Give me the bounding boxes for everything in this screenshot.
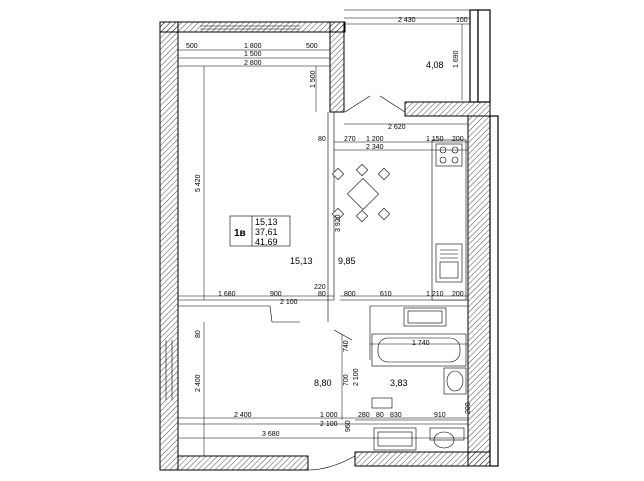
dim-label: 220 <box>314 284 326 291</box>
hall-area: 8,80 <box>314 378 332 388</box>
dim-label: 80 <box>318 136 326 143</box>
dim-label: 960 <box>345 420 352 432</box>
washer-icon <box>403 307 447 327</box>
dim-label: 910 <box>434 412 446 419</box>
dim-label: 2 430 <box>398 17 416 24</box>
fixtures <box>331 139 467 451</box>
apartment-legend-box <box>229 215 291 247</box>
dim-label: 280 <box>358 412 370 419</box>
dim-label: 1 500 <box>244 51 262 58</box>
apartment-code: 1в <box>234 228 246 239</box>
small-sink-icon <box>373 427 417 451</box>
wall-left <box>159 21 179 471</box>
wall-kitchen-top <box>404 101 491 117</box>
balcony-area: 4,08 <box>426 60 444 70</box>
dim-label: 500 <box>306 43 318 50</box>
apartment-area-living: 15,13 <box>255 217 278 227</box>
dining-table-icon <box>331 163 391 223</box>
wall-balcony-left <box>329 21 345 113</box>
balcony-parapet <box>477 9 491 103</box>
dim-label: 800 <box>344 291 356 298</box>
apartment-area-full: 41,69 <box>255 237 278 247</box>
living-room-area: 15,13 <box>290 256 313 266</box>
dim-label: 200 <box>452 291 464 298</box>
dim-label: 1 150 <box>426 136 444 143</box>
dimension-labels: 500 1 800 500 1 500 2 800 2 430 100 1 69… <box>186 17 472 438</box>
dim-label: 2 100 <box>320 421 338 428</box>
room-labels: 1в 15,13 37,61 41,69 15,13 9,85 8,80 3,8… <box>229 60 444 388</box>
dim-label: 1 800 <box>244 43 262 50</box>
dim-label: 1 200 <box>366 136 384 143</box>
dim-label: 2 100 <box>353 368 360 386</box>
wall-balcony-right <box>469 9 479 103</box>
wall-bottom-right <box>354 451 491 467</box>
dim-label: 1 690 <box>453 50 460 68</box>
dim-label: 2 340 <box>366 144 384 151</box>
dim-label: 200 <box>465 402 472 414</box>
dim-label: 2 620 <box>388 124 406 131</box>
dim-label: 80 <box>376 412 384 419</box>
dim-label: 740 <box>343 340 350 352</box>
washbasin-icon <box>443 367 467 395</box>
kitchen-area: 9,85 <box>338 256 356 266</box>
dim-label: 1 500 <box>310 70 317 88</box>
walls <box>159 9 499 471</box>
dim-label: 610 <box>380 291 392 298</box>
apartment-area-total: 37,61 <box>255 227 278 237</box>
dim-label: 500 <box>186 43 198 50</box>
sink-icon <box>435 243 463 283</box>
dim-label: 270 <box>344 136 356 143</box>
dim-label: 830 <box>390 412 402 419</box>
shelf <box>371 397 393 409</box>
dim-label: 1 210 <box>426 291 444 298</box>
dimension-lines <box>178 23 470 456</box>
dim-label: 1 000 <box>320 412 338 419</box>
dim-label: 5 420 <box>195 174 202 192</box>
dim-label: 1 680 <box>218 291 236 298</box>
dim-label: 100 <box>456 17 468 24</box>
dim-label: 2 100 <box>280 299 298 306</box>
dim-label: 2 400 <box>195 374 202 392</box>
dim-label: 2 400 <box>234 412 252 419</box>
stove-icon <box>435 143 463 167</box>
dim-label: 700 <box>343 374 350 386</box>
dim-label: 80 <box>318 291 326 298</box>
dim-label: 200 <box>452 136 464 143</box>
wall-top <box>159 21 346 33</box>
bathtub-icon <box>371 333 467 367</box>
dim-label: 3 920 <box>335 214 342 232</box>
dim-label: 80 <box>195 330 202 338</box>
dim-label: 900 <box>270 291 282 298</box>
dim-label: 3 680 <box>262 431 280 438</box>
dim-label: 2 800 <box>244 60 262 67</box>
toilet-icon <box>429 427 465 449</box>
dim-label: 1 740 <box>412 340 430 347</box>
bathroom-area: 3,83 <box>390 378 408 388</box>
wall-bottom-left <box>177 455 309 471</box>
